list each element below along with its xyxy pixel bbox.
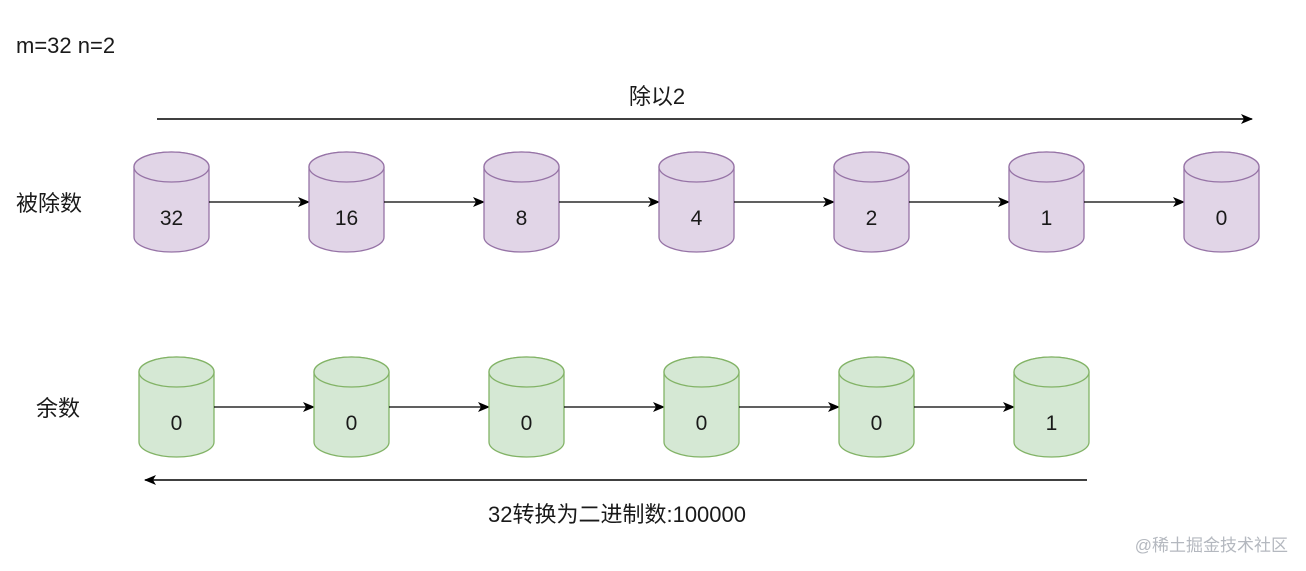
remainder-value: 0 — [171, 412, 183, 435]
dividend-row: 32 16 8 4 2 1 0 — [133, 151, 1260, 253]
dividend-cylinder: 0 — [1183, 151, 1260, 253]
dividend-cylinder: 2 — [833, 151, 910, 253]
remainder-value: 0 — [871, 412, 883, 435]
remainder-value: 0 — [521, 412, 533, 435]
dividend-row-label: 被除数 — [16, 191, 82, 216]
dividend-value: 1 — [1041, 207, 1053, 230]
dividend-cylinder: 16 — [308, 151, 385, 253]
remainder-cylinder: 1 — [1013, 356, 1090, 458]
remainder-row-label: 余数 — [36, 396, 80, 421]
dividend-cylinder: 4 — [658, 151, 735, 253]
dividend-cylinder: 32 — [133, 151, 210, 253]
remainder-value: 0 — [346, 412, 358, 435]
remainder-cylinder: 0 — [313, 356, 390, 458]
remainder-cylinder: 0 — [663, 356, 740, 458]
remainder-value: 0 — [696, 412, 708, 435]
remainder-row: 0 0 0 0 0 1 — [138, 356, 1090, 458]
remainder-cylinder: 0 — [838, 356, 915, 458]
dividend-cylinder: 8 — [483, 151, 560, 253]
remainder-value: 1 — [1046, 412, 1058, 435]
dividend-value: 0 — [1216, 207, 1228, 230]
dividend-value: 16 — [335, 207, 358, 230]
dividend-value: 2 — [866, 207, 878, 230]
remainder-cylinder: 0 — [488, 356, 565, 458]
top-arrow-label: 除以2 — [629, 84, 685, 109]
dividend-cylinder: 1 — [1008, 151, 1085, 253]
dividend-value: 32 — [160, 207, 183, 230]
params-text: m=32 n=2 — [16, 33, 115, 58]
remainder-cylinder: 0 — [138, 356, 215, 458]
result-text: 32转换为二进制数:100000 — [488, 502, 746, 527]
dividend-value: 4 — [691, 207, 703, 230]
watermark: @稀土掘金技术社区 — [1135, 536, 1288, 555]
dividend-value: 8 — [516, 207, 528, 230]
